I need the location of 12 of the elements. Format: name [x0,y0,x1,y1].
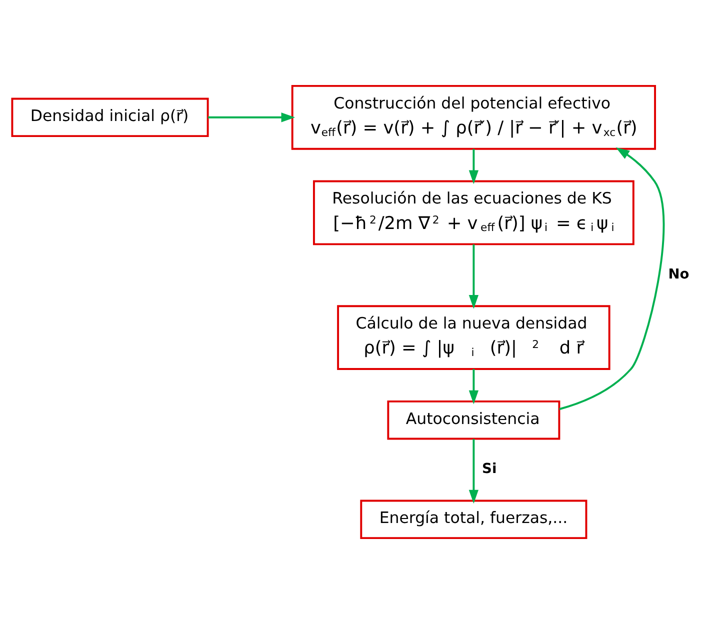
node-box: Densidad inicial ρ(r⃗) [11,97,209,137]
arrow [468,438,478,504]
node-box: Construcción del potencial efectivo veff(r⃗) = v(r⃗) + ∫ ρ(r⃗′) / |r⃗ − r⃗′| + vxc(r⃗) [291,84,656,150]
edge-label: Si [482,460,497,476]
arrow [468,244,478,308]
node-box: Autoconsistencia [387,400,560,440]
node-box: Energía total, fuerzas,... [360,499,588,539]
arrow [468,148,478,184]
arrow [208,112,296,122]
arrow [468,368,478,404]
edge-label: No [668,266,690,282]
arrow [559,146,665,410]
